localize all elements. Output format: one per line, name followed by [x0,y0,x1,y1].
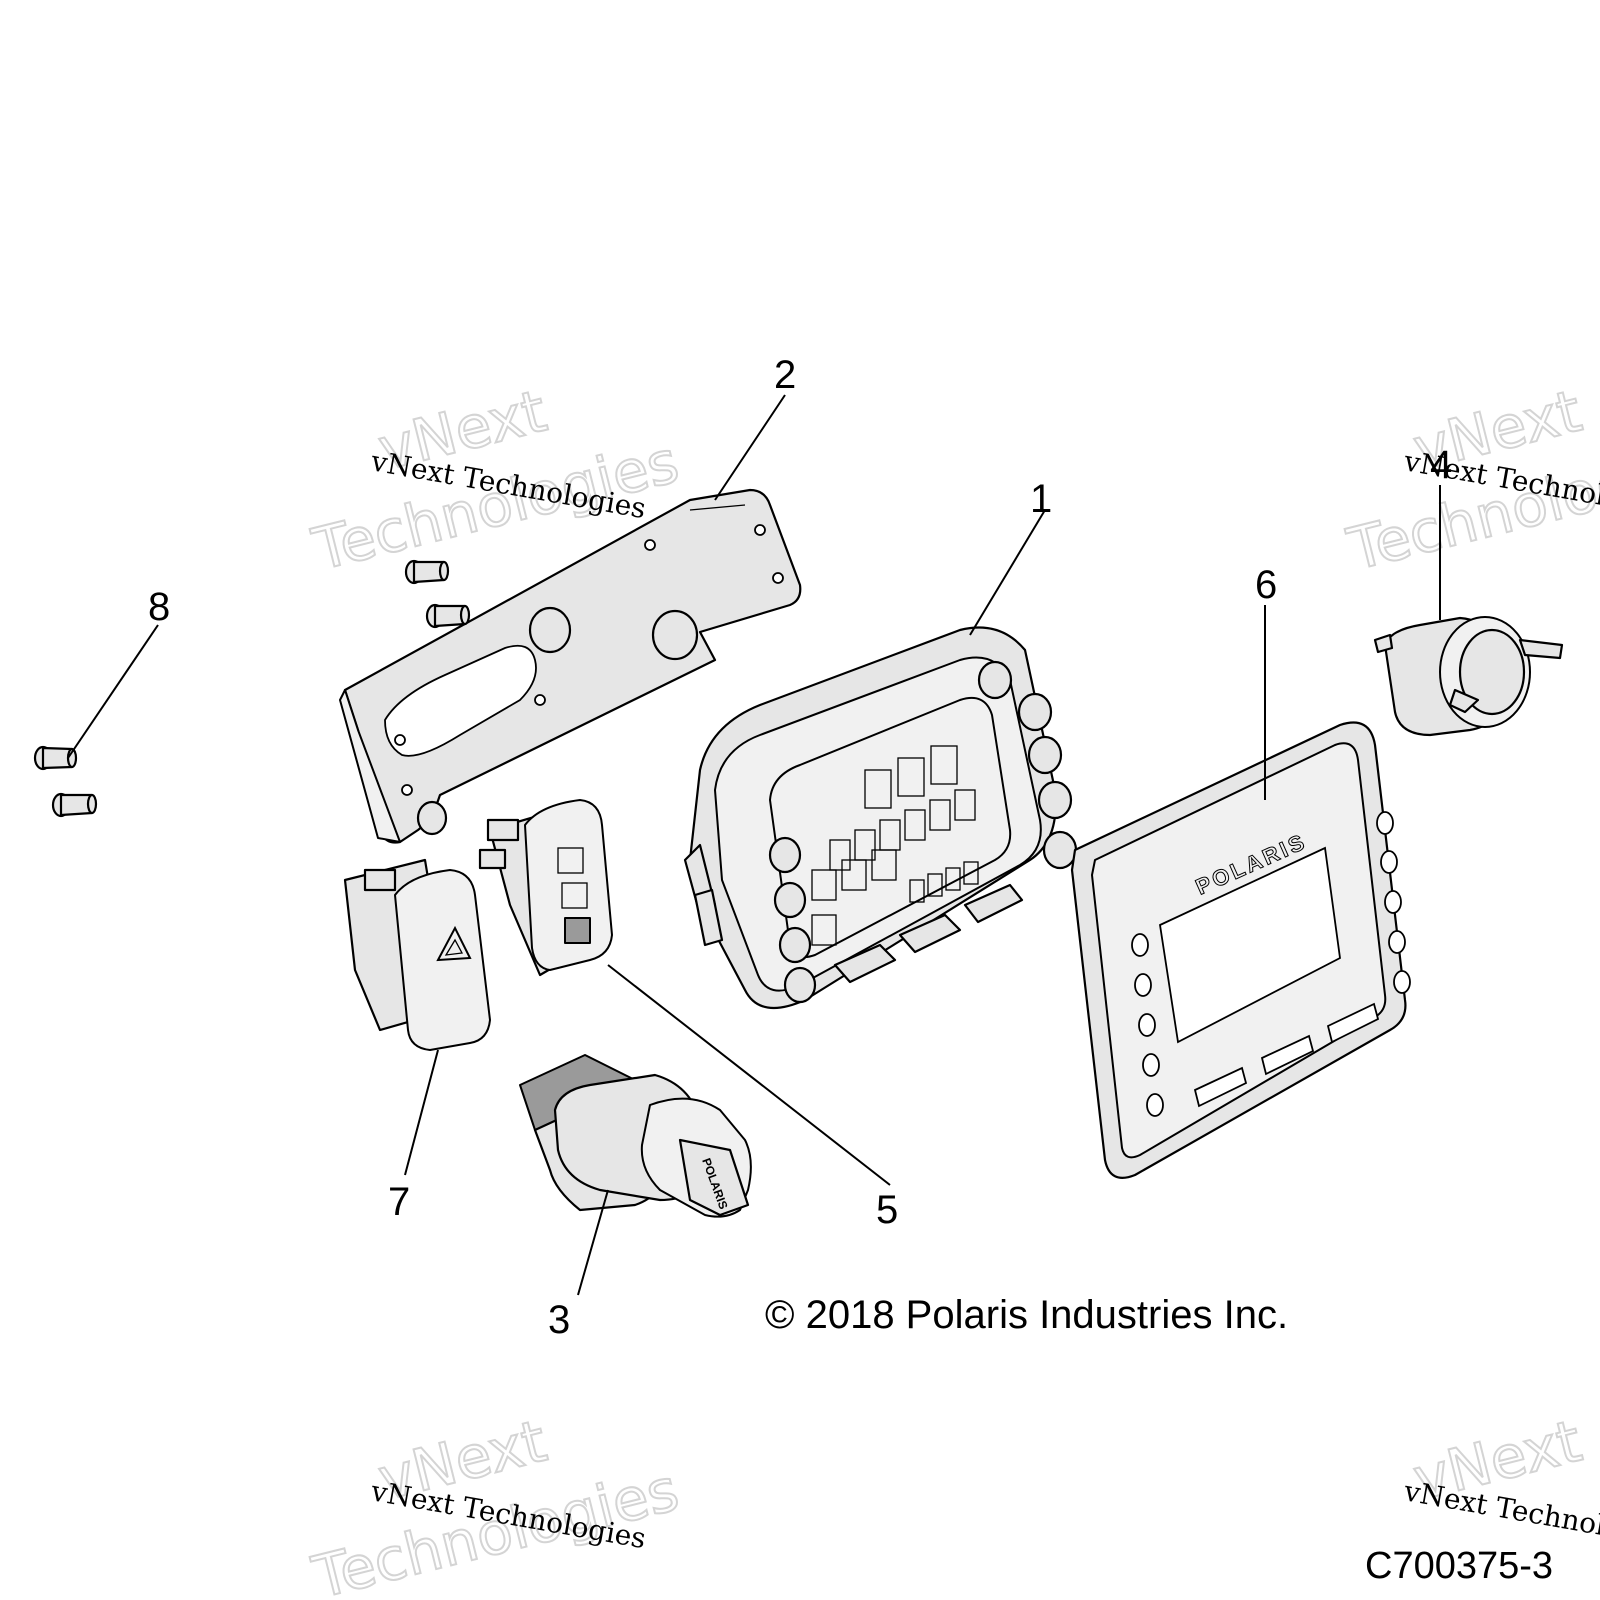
leader-line-3 [577,1189,609,1296]
leader-line-8 [67,624,159,759]
bezel-side-holes [1131,811,1411,1117]
fastener [425,603,471,629]
callout-2: 2 [774,353,796,397]
callout-6: 6 [1255,563,1277,607]
cluster-lcd-segments [811,745,979,946]
callout-8: 8 [148,585,170,629]
part-drive-mode-switch [478,799,613,977]
fastener [51,792,98,818]
leader-line-5 [607,964,891,1186]
bezel-button-slots [1193,1002,1380,1108]
callout-5: 5 [876,1188,898,1232]
leader-line-1 [969,509,1046,636]
part-mounting-bracket [339,488,802,844]
part-ignition-switch: POLARIS [519,1054,752,1218]
callout-7: 7 [388,1180,410,1224]
watermark-bottom-left: vNext Technologies vNext Technologies [305,1406,686,1600]
leader-lines [67,394,1441,1296]
callout-1: 1 [1030,477,1052,521]
watermark-top-right: vNext Technologies vNext Technologies [1340,376,1600,585]
callouts: 1 2 3 4 5 6 7 8 [148,353,1452,1342]
callout-3: 3 [548,1298,570,1342]
fastener [33,745,78,771]
part-hazard-switch [343,858,491,1051]
copyright-notice: © 2018 Polaris Industries Inc. [765,1293,1288,1337]
part-bezel: POLARIS [1070,721,1411,1179]
fastener [404,559,450,585]
part-instrument-cluster [683,626,1078,1010]
part-power-outlet [1373,616,1564,737]
callout-4: 4 [1430,443,1452,487]
leader-line-7 [404,1049,439,1176]
watermark-bottom-right: vNext vNext Technologies [1401,1406,1600,1556]
leader-line-2 [714,394,786,501]
cluster-bottom-buttons [833,883,1024,984]
drawing-code: C700375-3 [1365,1545,1553,1587]
